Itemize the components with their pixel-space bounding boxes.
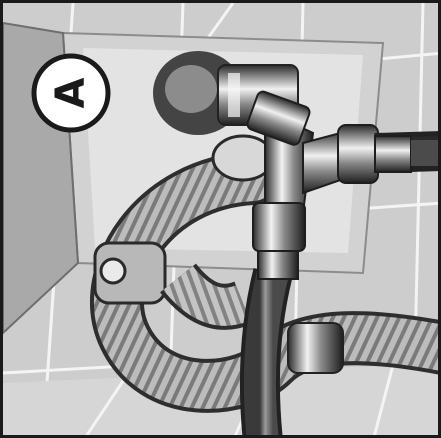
inlet-hose xyxy=(260,273,273,438)
installation-illustration: A xyxy=(3,3,441,438)
right-hose xyxy=(375,136,441,172)
step-badge: A xyxy=(34,56,108,130)
step-badge-label: A xyxy=(48,77,94,108)
